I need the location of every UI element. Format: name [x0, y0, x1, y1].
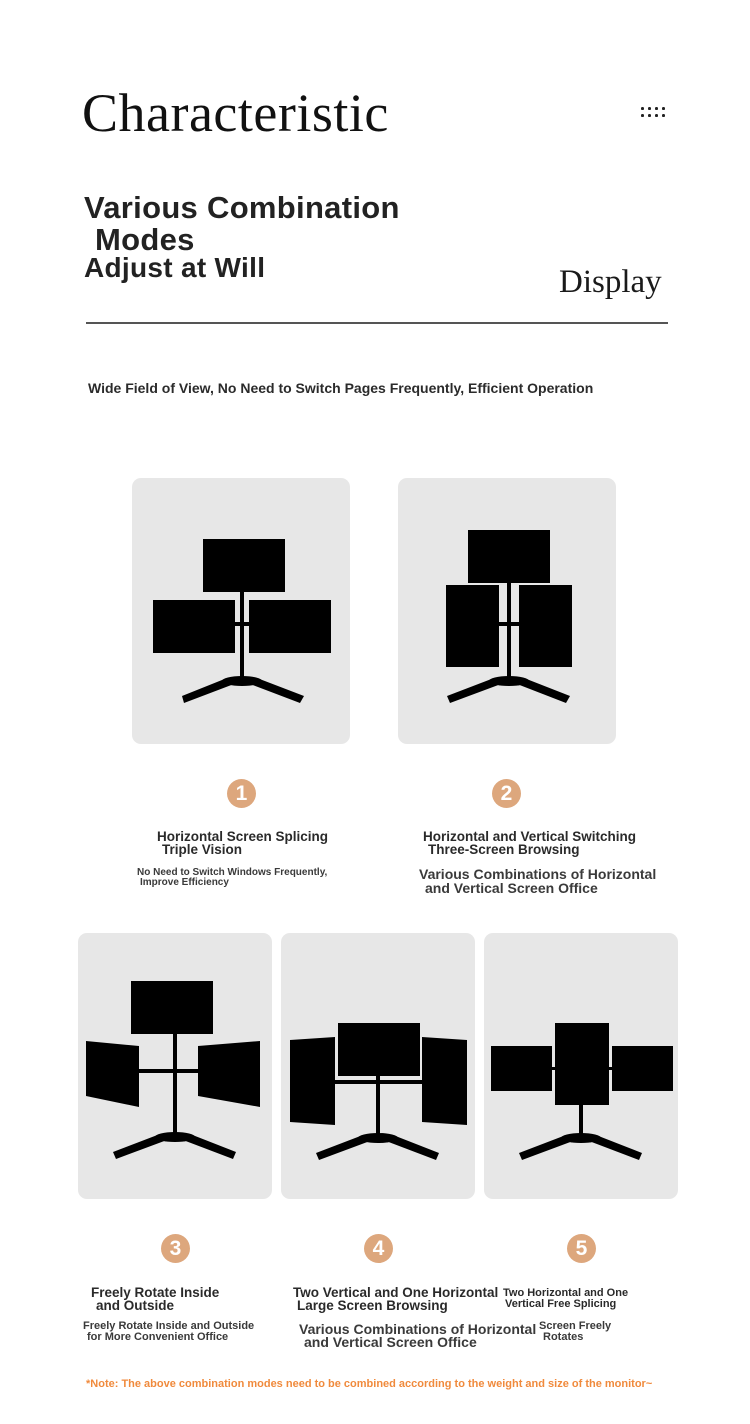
dots-grid-icon[interactable] [641, 105, 667, 119]
mode-1-number: 1 [227, 779, 256, 808]
mode-1-title-line-2: Triple Vision [162, 842, 243, 857]
display-label: Display [559, 264, 662, 300]
headline-line-1: Various Combination [84, 190, 400, 225]
mode-3-title-line-2: and Outside [96, 1298, 175, 1313]
mode-4-title-line-2: Large Screen Browsing [297, 1298, 448, 1313]
mode-3-desc-line-2: for More Convenient Office [87, 1331, 229, 1343]
mode-4-desc-line-1: Various Combinations of Horizontal [299, 1321, 537, 1337]
mode-3-desc-line-1: Freely Rotate Inside and Outside [83, 1320, 255, 1332]
mode-1-title-line-1: Horizontal Screen Splicing [157, 829, 329, 844]
mode-2-title-line-1: Horizontal and Vertical Switching [423, 829, 637, 844]
mode-3-number: 3 [161, 1234, 190, 1263]
mode-2-desc-line-2: and Vertical Screen Office [425, 880, 598, 896]
footnote: *Note: The above combination modes need … [86, 1378, 653, 1390]
mode-2-monitor-illustration [446, 530, 572, 703]
tagline: Wide Field of View, No Need to Switch Pa… [88, 380, 594, 396]
mode-4-number: 4 [364, 1234, 393, 1263]
mode-1-monitor-illustration [153, 539, 331, 703]
divider [86, 322, 668, 324]
mode-5-number: 5 [567, 1234, 596, 1263]
headline-line-3: Adjust at Will [84, 252, 266, 283]
mode-4-desc-line-2: and Vertical Screen Office [304, 1334, 477, 1350]
mode-4-title-line-1: Two Vertical and One Horizontal [293, 1285, 499, 1300]
mode-5-desc-line-1: Screen Freely [539, 1320, 612, 1332]
mode-1-card [132, 478, 350, 744]
mode-1-desc-line-2: Improve Efficiency [140, 877, 229, 888]
mode-5-title-line-1: Two Horizontal and One [503, 1287, 629, 1299]
headline-line-2: Modes [95, 222, 195, 257]
mode-3-monitor-illustration [86, 981, 260, 1159]
mode-1-desc-line-1: No Need to Switch Windows Frequently, [137, 867, 328, 878]
mode-3-title-line-1: Freely Rotate Inside [91, 1285, 220, 1300]
mode-3-card [78, 933, 272, 1199]
mode-2-title-line-2: Three-Screen Browsing [428, 842, 580, 857]
mode-5-desc-line-2: Rotates [543, 1331, 584, 1343]
mode-5-monitor-illustration [491, 1023, 673, 1160]
mode-4-card [281, 933, 475, 1199]
mode-2-desc-line-1: Various Combinations of Horizontal [419, 866, 657, 882]
mode-5-card [484, 933, 678, 1199]
mode-4-monitor-illustration [290, 1023, 467, 1160]
mode-2-number: 2 [492, 779, 521, 808]
page-title: Characteristic [82, 83, 389, 143]
mode-5-title-line-2: Vertical Free Splicing [505, 1298, 617, 1310]
mode-2-card [398, 478, 616, 744]
